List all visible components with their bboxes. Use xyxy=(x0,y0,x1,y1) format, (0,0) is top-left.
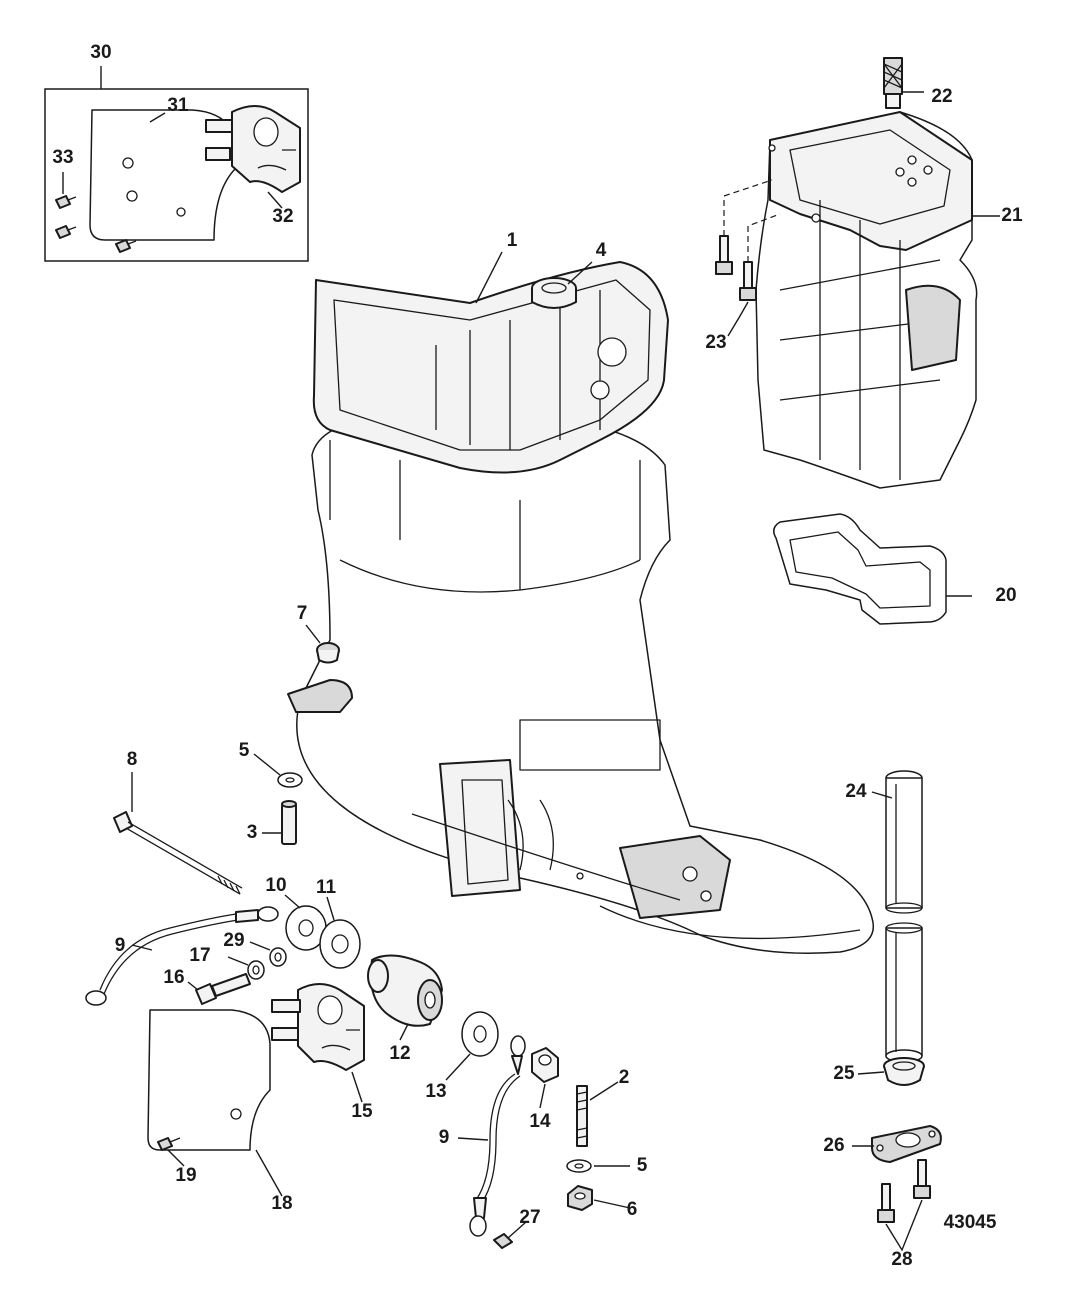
part-25-seal xyxy=(883,1057,925,1086)
part-10-washer xyxy=(285,905,327,951)
driveshaft-housing xyxy=(287,261,874,954)
callout-28: 28 xyxy=(891,1249,912,1270)
callout-17: 17 xyxy=(189,945,210,966)
part-4-grommet xyxy=(531,277,577,309)
callout-8: 8 xyxy=(127,749,138,770)
part-9-ground-strap-right xyxy=(469,1035,526,1237)
callout-5-upper: 5 xyxy=(239,740,250,761)
callout-9-left: 9 xyxy=(115,935,126,956)
inset-bracket xyxy=(205,105,301,193)
part-12-mount xyxy=(367,954,443,1027)
part-3-bolt xyxy=(281,800,297,845)
callout-33: 33 xyxy=(52,147,73,168)
callout-26: 26 xyxy=(823,1135,844,1156)
callout-24: 24 xyxy=(845,781,867,802)
callout-29: 29 xyxy=(223,930,244,951)
callout-12: 12 xyxy=(389,1043,410,1064)
inset-plate xyxy=(89,109,237,241)
part-29-washer xyxy=(269,947,287,967)
callout-3: 3 xyxy=(247,822,258,843)
callout-31: 31 xyxy=(167,95,189,116)
part-22-screen-filter xyxy=(883,57,903,109)
part-11-washer xyxy=(319,919,361,969)
callout-6: 6 xyxy=(627,1199,638,1220)
part-21-adapter-housing xyxy=(755,111,978,489)
callout-20: 20 xyxy=(995,585,1016,606)
part-2-stud xyxy=(576,1085,588,1147)
part-28-bolts xyxy=(877,1159,931,1223)
callout-1: 1 xyxy=(507,230,518,251)
part-17-washer xyxy=(247,960,265,980)
callout-4: 4 xyxy=(596,240,607,261)
part-9-ground-strap-left xyxy=(85,906,279,1006)
part-5-washer-lower xyxy=(566,1159,592,1173)
part-16-bolt xyxy=(195,973,251,1005)
part-7-plug xyxy=(316,642,340,664)
part-13-washer xyxy=(461,1011,499,1057)
part-8-long-bolt xyxy=(113,811,243,895)
callout-22: 22 xyxy=(931,86,952,107)
part-20-gasket xyxy=(773,513,947,625)
callout-9-right: 9 xyxy=(439,1127,450,1148)
part-5-washer-upper xyxy=(277,772,303,788)
part-19-screw xyxy=(157,1137,181,1151)
inset-kit-box xyxy=(44,66,309,262)
part-6-nut xyxy=(567,1185,593,1211)
callout-10: 10 xyxy=(265,875,286,896)
callout-32: 32 xyxy=(272,206,293,227)
callout-19: 19 xyxy=(175,1165,196,1186)
diagram-number: 43045 xyxy=(944,1212,997,1233)
part-18-plate xyxy=(147,1009,271,1151)
part-23-screws xyxy=(715,235,757,301)
callout-14: 14 xyxy=(529,1111,551,1132)
part-24-tube xyxy=(885,770,923,1063)
callout-18: 18 xyxy=(271,1193,292,1214)
callout-13: 13 xyxy=(425,1081,446,1102)
callout-23: 23 xyxy=(705,332,726,353)
part-27-screw xyxy=(493,1233,513,1249)
callout-16: 16 xyxy=(163,967,184,988)
callout-7: 7 xyxy=(297,603,308,624)
callout-labels: 1 2 3 4 5 5 6 7 8 9 9 10 11 12 13 14 15 … xyxy=(52,42,1023,1270)
part-15-bracket xyxy=(271,983,365,1071)
callout-30: 30 xyxy=(90,42,111,63)
callout-27: 27 xyxy=(519,1207,540,1228)
callout-15: 15 xyxy=(351,1101,373,1122)
callout-11: 11 xyxy=(316,877,337,898)
callout-21: 21 xyxy=(1001,205,1023,226)
part-14-nut xyxy=(531,1047,559,1083)
callout-5-lower: 5 xyxy=(637,1155,648,1176)
inset-screws xyxy=(55,195,137,253)
callout-2: 2 xyxy=(619,1067,630,1088)
part-26-flange xyxy=(871,1125,942,1163)
callout-25: 25 xyxy=(833,1063,855,1084)
